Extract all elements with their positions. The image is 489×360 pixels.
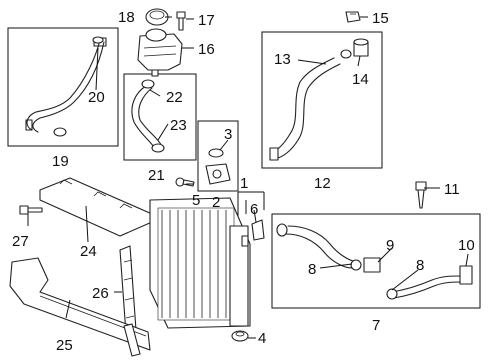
clip-15 bbox=[345, 11, 361, 23]
drain-plug-4 bbox=[231, 330, 249, 342]
callout-12: 12 bbox=[314, 175, 331, 192]
group-box-2 bbox=[197, 120, 239, 192]
callout-22: 22 bbox=[166, 89, 183, 106]
coolant-reservoir bbox=[137, 28, 183, 77]
callout-15: 15 bbox=[372, 10, 389, 27]
callout-27: 27 bbox=[12, 233, 29, 250]
callout-23: 23 bbox=[170, 117, 187, 134]
seal-26 bbox=[119, 245, 137, 335]
bolt-5 bbox=[175, 177, 195, 187]
callout-20: 20 bbox=[88, 89, 105, 106]
callout-9: 9 bbox=[386, 237, 394, 254]
group-box-21 bbox=[123, 73, 197, 161]
group-box-12 bbox=[261, 31, 383, 169]
air-guard-24 bbox=[39, 177, 153, 237]
bolt-27 bbox=[19, 205, 43, 215]
radiator bbox=[149, 197, 251, 329]
leader-lines bbox=[27, 16, 469, 339]
callout-10: 10 bbox=[458, 237, 475, 254]
hose-21 bbox=[131, 79, 165, 153]
group-box-7 bbox=[271, 213, 481, 309]
callout-24: 24 bbox=[80, 243, 97, 260]
callout-17: 17 bbox=[198, 12, 215, 29]
reservoir-bolt bbox=[176, 11, 186, 31]
callout-26: 26 bbox=[92, 285, 109, 302]
callout-5: 5 bbox=[192, 192, 200, 209]
reservoir-cap bbox=[145, 8, 169, 26]
callout-25: 25 bbox=[56, 337, 73, 354]
callout-1: 1 bbox=[240, 175, 248, 192]
callout-8b: 8 bbox=[416, 257, 424, 274]
callout-3: 3 bbox=[224, 126, 232, 143]
callout-11: 11 bbox=[444, 181, 460, 198]
callout-16: 16 bbox=[198, 41, 215, 58]
callout-7: 7 bbox=[372, 317, 380, 334]
callout-14: 14 bbox=[352, 71, 369, 88]
lower-radiator-hose bbox=[276, 223, 473, 300]
upper-radiator-hose bbox=[269, 49, 352, 161]
bracket-6 bbox=[251, 219, 265, 241]
callout-6: 6 bbox=[250, 201, 258, 218]
fitting-14 bbox=[353, 38, 369, 57]
callout-13: 13 bbox=[274, 51, 291, 68]
group-box-19 bbox=[7, 27, 119, 147]
bolt-11 bbox=[415, 181, 427, 209]
bracket-2 bbox=[205, 148, 231, 185]
callout-4: 4 bbox=[258, 330, 266, 347]
callout-8a: 8 bbox=[308, 261, 316, 278]
overflow-hose-19 bbox=[25, 36, 107, 137]
callout-2: 2 bbox=[212, 194, 220, 211]
callout-18: 18 bbox=[118, 9, 135, 26]
lower-guard-25 bbox=[9, 257, 151, 357]
callout-19: 19 bbox=[52, 153, 69, 170]
callout-21: 21 bbox=[148, 167, 165, 184]
